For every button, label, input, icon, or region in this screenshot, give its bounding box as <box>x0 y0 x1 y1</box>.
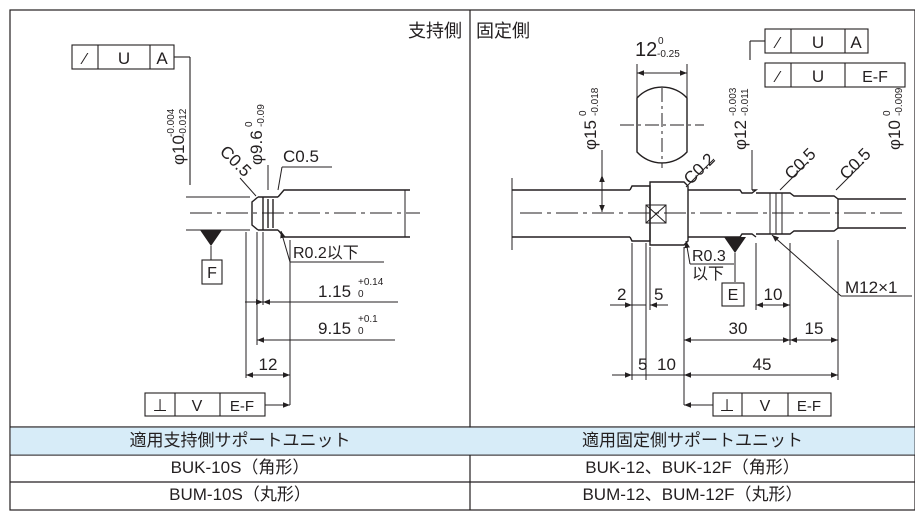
right-thread-label: M12×1 <box>845 278 897 297</box>
right-chamfer-3: C0.5 <box>836 144 875 183</box>
table-header-left: 適用支持側サポートユニット <box>129 431 351 450</box>
right-dim-15: 15 <box>805 319 824 338</box>
right-dim-2: 2 <box>617 285 626 304</box>
svg-text:-0.009: -0.009 <box>894 87 905 116</box>
right-dim-45: 45 <box>753 355 772 374</box>
right-datum-triangle <box>724 237 746 253</box>
left-frame-tol: U <box>118 49 130 68</box>
right-shaft <box>511 178 906 250</box>
svg-text:V: V <box>192 398 203 415</box>
left-frame-datum: A <box>156 49 168 68</box>
right-radius-note-2: 以下 <box>692 266 724 283</box>
svg-text:φ15: φ15 <box>581 120 600 150</box>
svg-text:E-F: E-F <box>230 398 254 415</box>
svg-text:0: 0 <box>358 326 364 337</box>
svg-text:φ10: φ10 <box>885 120 904 150</box>
right-runout-frame-1 <box>749 28 869 60</box>
svg-text:0: 0 <box>578 110 589 116</box>
svg-text:-0.011: -0.011 <box>740 88 751 116</box>
svg-text:E-F: E-F <box>797 398 821 415</box>
table-header-bg <box>10 427 915 455</box>
table-row-left: BUK-10S（角形） <box>170 458 310 477</box>
svg-text:-0.018: -0.018 <box>590 87 601 116</box>
svg-text:-0.09: -0.09 <box>256 104 267 127</box>
table-row-right: BUK-12、BUK-12F（角形） <box>585 458 800 477</box>
right-dim-10a: 10 <box>764 285 783 304</box>
runout-icon: ⁄ <box>773 35 782 52</box>
left-dim-1: 1.15 <box>318 282 351 301</box>
right-dim-5a: 5 <box>654 285 663 304</box>
svg-text:0: 0 <box>244 121 255 127</box>
right-dia-large: φ15 0 -0.018 <box>578 87 601 150</box>
svg-text:φ9.6: φ9.6 <box>247 130 266 165</box>
right-dia-small: φ10 0 -0.009 <box>882 87 905 150</box>
svg-text:0: 0 <box>358 289 364 300</box>
table-header-right: 適用固定側サポートユニット <box>582 431 803 450</box>
left-dim-3: 12 <box>259 355 278 374</box>
svg-text:-0.003: -0.003 <box>728 87 739 116</box>
right-dim-10b: 10 <box>657 355 676 374</box>
right-dim-5b: 5 <box>638 355 647 374</box>
svg-text:+0.1: +0.1 <box>358 314 378 325</box>
right-header: 固定側 <box>476 21 530 41</box>
perpendicular-icon: ⊥ <box>720 396 735 415</box>
right-dim-30: 30 <box>729 319 748 338</box>
right-perp-frame <box>712 392 832 417</box>
right-radius-note-1: R0.3 <box>692 248 726 265</box>
svg-text:U: U <box>812 33 824 52</box>
right-runout-frame-2 <box>764 62 906 88</box>
perpendicular-icon: ⊥ <box>153 396 168 415</box>
svg-text:-0.004: -0.004 <box>166 108 177 137</box>
svg-text:φ10: φ10 <box>169 135 188 165</box>
left-dim-2: 9.15 <box>318 319 351 338</box>
svg-text:φ12: φ12 <box>731 120 750 150</box>
svg-text:0: 0 <box>882 110 893 116</box>
left-datum-label: F <box>207 265 217 282</box>
left-dia-neck: φ9.6 0 -0.09 <box>244 104 267 165</box>
svg-text:V: V <box>760 398 771 415</box>
runout-icon: ⁄ <box>773 69 782 86</box>
svg-text:E-F: E-F <box>862 69 888 86</box>
right-end-view: 12 0 -0.25 <box>620 36 704 168</box>
table-row-right: BUM-12、BUM-12F（丸形） <box>582 485 803 504</box>
right-datum-label: E <box>728 287 739 304</box>
svg-text:12: 12 <box>635 39 657 61</box>
runout-icon: ⁄ <box>80 51 89 68</box>
svg-text:-0.25: -0.25 <box>657 49 680 60</box>
svg-text:+0.14: +0.14 <box>358 277 384 288</box>
table-row-left: BUM-10S（丸形） <box>169 485 311 504</box>
left-header: 支持側 <box>408 21 462 41</box>
svg-text:0: 0 <box>658 36 664 47</box>
right-chamfer-2: C0.5 <box>781 144 820 183</box>
left-radius-note: R0.2以下 <box>293 245 359 262</box>
left-runout-frame <box>71 44 191 185</box>
svg-text:U: U <box>812 67 824 86</box>
left-chamfer-right: C0.5 <box>283 147 319 166</box>
right-chamfer-1: C0.2 <box>680 150 719 189</box>
svg-text:-0.012: -0.012 <box>178 108 189 137</box>
right-dia-mid: φ12 -0.003 -0.011 <box>728 87 751 150</box>
left-dia-main: φ10 -0.004 -0.012 <box>166 108 189 165</box>
left-datum-triangle <box>200 230 222 246</box>
svg-text:A: A <box>850 33 862 52</box>
